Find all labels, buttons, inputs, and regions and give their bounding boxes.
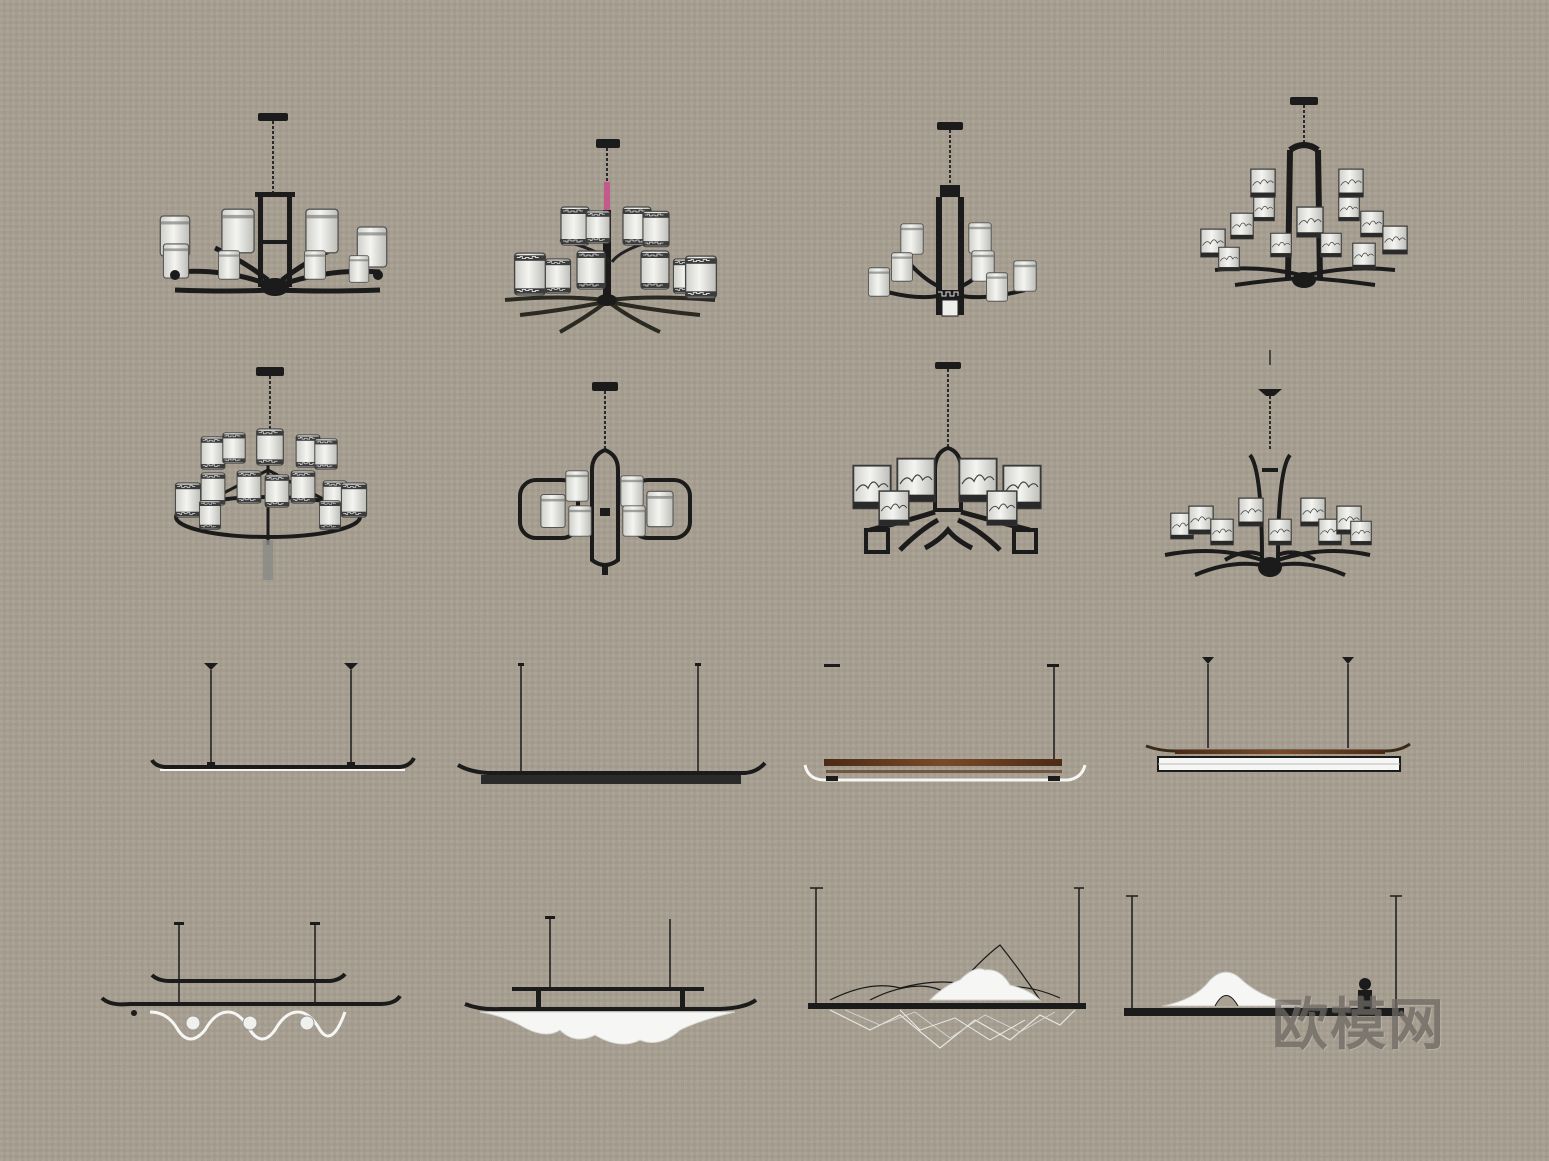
linear-pendant-wide-bar-icon (456, 663, 767, 784)
chandelier-lantern-drum-icon (868, 122, 1037, 317)
chandelier-drum-9-arm-icon (159, 113, 388, 296)
linear-pendant-mountain-cloud-icon (464, 916, 758, 1045)
linear-pendant-bridge-figure-icon (1124, 895, 1404, 1016)
watermark-text: 欧模网 (1272, 993, 1446, 1058)
linear-pendant-wood-glass-bar-icon (1145, 657, 1411, 772)
chandelier-drum-3-tier-icon (174, 367, 368, 580)
linear-pendant-thin-bar-icon (150, 663, 416, 771)
chandelier-drum-2-tier-icon (504, 139, 718, 334)
linear-pendant-wave-globes-icon (100, 922, 402, 1041)
chandelier-ring-frame-icon (518, 382, 692, 575)
chandelier-branch-square-shade-icon (1164, 350, 1372, 577)
linear-pendant-mountain-wire-icon (808, 887, 1086, 1049)
linear-pendant-wood-bar-icon (803, 664, 1087, 782)
chandelier-square-shade-icon (852, 362, 1042, 554)
chandelier-square-shade-2-tier-icon (1200, 97, 1408, 288)
